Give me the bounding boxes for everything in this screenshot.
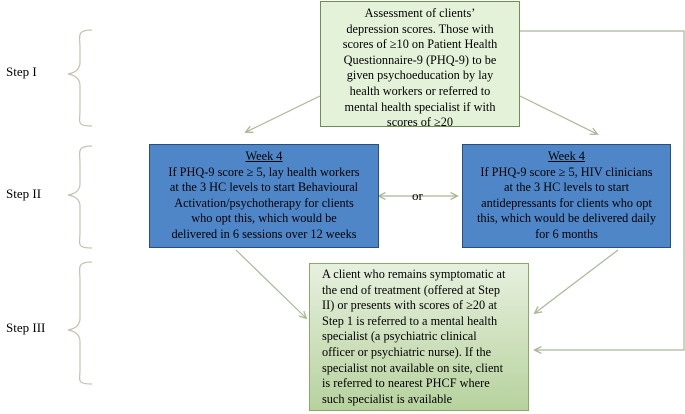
hiv-clinicians-box: Week 4 If PHQ-9 score ≥ 5, HIV clinician… [462, 144, 671, 248]
referral-line: A client who remains symptomatic at [322, 267, 506, 281]
hiv-clinicians-line: for 6 months [535, 226, 598, 241]
referral-line: such specialist is available [322, 391, 453, 406]
hiv-clinicians-line: at the 3 HC levels to start [504, 180, 629, 195]
step-3-label: Step III [6, 320, 46, 335]
assessment-line: given psychoeducation by lay [346, 68, 494, 83]
assessment-line: mental health specialist if with [344, 99, 496, 114]
lay-workers-line: who opt this, which would be [191, 211, 337, 226]
referral-line: is referred to nearest PHCF where [322, 376, 490, 391]
brace-step-1 [67, 29, 93, 127]
assessment-box: Assessment of clients’ depression scores… [320, 1, 520, 129]
arrow-assessment-to-hiv [519, 95, 597, 134]
referral-line: II) or presents with scores of ≥20 at [322, 298, 498, 313]
assessment-line: Questionnaire-9 (PHQ-9) to be [343, 52, 497, 67]
assessment-line: scores of ≥20 [386, 115, 454, 130]
arrow-lay-to-referral [235, 249, 306, 318]
referral-line: officer or psychiatric nurse). If the [322, 344, 492, 359]
or-label: or [412, 188, 423, 203]
hiv-clinicians-heading: Week 4 [548, 149, 585, 163]
lay-workers-line: If PHQ-9 score ≥ 5, lay health workers [168, 164, 360, 179]
hiv-clinicians-line: this, which would be delivered daily [477, 211, 656, 226]
referral-line: specialist not available on site, client [322, 360, 503, 375]
assessment-line: scores of ≥10 on Patient Health [342, 37, 498, 52]
brace-step-2 [67, 145, 93, 249]
arrow-assessment-to-referral [520, 30, 685, 350]
arrow-assessment-to-lay [246, 95, 321, 132]
brace-step-3 [67, 261, 93, 385]
lay-workers-heading: Week 4 [245, 149, 283, 163]
step-1-label: Step I [6, 64, 37, 79]
referral-line: specialist (a psychiatric clinical [322, 329, 477, 344]
step-2-label: Step II [6, 186, 42, 201]
assessment-line: Assessment of clients’ [364, 6, 476, 20]
assessment-line: depression scores. Those with [346, 21, 494, 36]
lay-workers-line: delivered in 6 sessions over 12 weeks [171, 226, 357, 241]
referral-box: A client who remains symptomatic at the … [309, 263, 529, 411]
arrow-hiv-to-referral [535, 249, 619, 313]
hiv-clinicians-line: antidepressants for clients who opt [481, 195, 652, 210]
referral-line: the end of treatment (offered at Step [322, 282, 501, 297]
assessment-line: health workers or referred to [349, 83, 491, 98]
referral-line: Step 1 is referred to a mental health [322, 313, 498, 328]
lay-workers-line: at the 3 HC levels to start Behavioural [169, 180, 359, 195]
lay-workers-box: Week 4 If PHQ-9 score ≥ 5, lay health wo… [149, 144, 379, 248]
hiv-clinicians-line: If PHQ-9 score ≥ 5, HIV clinicians [480, 164, 653, 179]
lay-workers-line: Activation/psychotherapy for clients [174, 195, 354, 210]
